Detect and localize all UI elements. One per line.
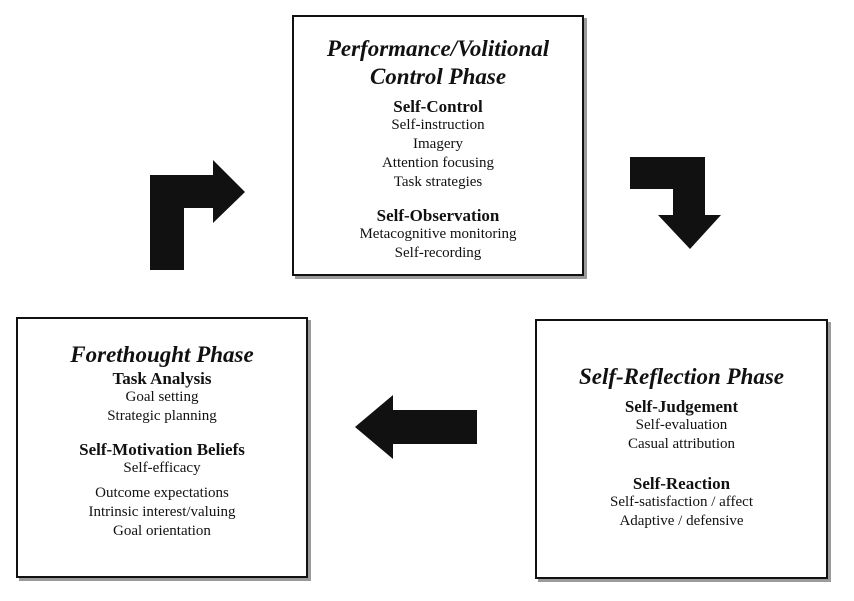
self-control-heading: Self-Control — [393, 97, 483, 116]
forethought-phase-title: Forethought Phase — [70, 342, 254, 367]
outcome-expectations-item: Outcome expectations — [95, 485, 229, 501]
self-motivation-beliefs-heading: Self-Motivation Beliefs — [79, 440, 245, 459]
arrow-up-right-icon — [150, 160, 250, 270]
self-reflection-phase-box: Self-Reflection Phase Self-Judgement Sel… — [535, 319, 828, 579]
self-recording-item: Self-recording — [394, 245, 482, 261]
self-evaluation-item: Self-evaluation — [635, 417, 728, 433]
performance-phase-box: Performance/Volitional Control Phase Sel… — [292, 15, 584, 276]
forethought-phase-box: Forethought Phase Task Analysis Goal set… — [16, 317, 308, 578]
self-observation-heading: Self-Observation — [376, 206, 500, 225]
goal-orientation-item: Goal orientation — [113, 523, 211, 539]
arrow-right-down-icon — [630, 157, 740, 257]
metacognitive-monitoring-item: Metacognitive monitoring — [359, 226, 517, 242]
task-strategies-item: Task strategies — [393, 174, 483, 190]
performance-phase-title-line1: Performance/Volitional — [326, 36, 550, 61]
self-judgement-heading: Self-Judgement — [624, 397, 739, 416]
arrow-left-icon — [355, 395, 480, 460]
strategic-planning-item: Strategic planning — [107, 408, 217, 424]
self-efficacy-item: Self-efficacy — [123, 460, 201, 476]
performance-phase-title-line2: Control Phase — [369, 64, 507, 89]
task-analysis-heading: Task Analysis — [112, 369, 212, 388]
casual-attribution-item: Casual attribution — [627, 436, 736, 452]
self-reaction-heading: Self-Reaction — [632, 474, 731, 493]
imagery-item: Imagery — [413, 136, 463, 152]
intrinsic-interest-item: Intrinsic interest/valuing — [88, 504, 236, 520]
self-reflection-phase-title: Self-Reflection Phase — [578, 364, 785, 389]
adaptive-defensive-item: Adaptive / defensive — [619, 513, 744, 529]
attention-focusing-item: Attention focusing — [381, 155, 495, 171]
self-instruction-item: Self-instruction — [391, 117, 485, 133]
goal-setting-item: Goal setting — [125, 389, 199, 405]
self-satisfaction-item: Self-satisfaction / affect — [610, 494, 753, 510]
